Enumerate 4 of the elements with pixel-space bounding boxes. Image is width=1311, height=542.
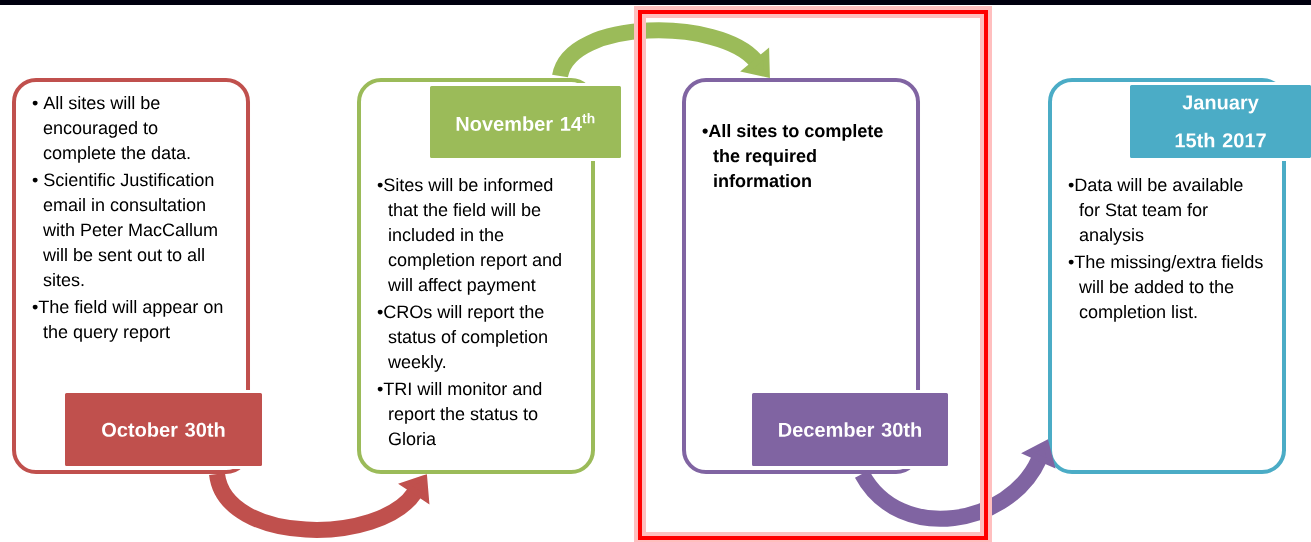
date-label: January 15th 2017 [1127, 82, 1311, 161]
date-label: November 14$^{th}$ [427, 83, 624, 161]
date-label: October 30th [62, 390, 265, 469]
date-label: December 30th [749, 390, 951, 469]
